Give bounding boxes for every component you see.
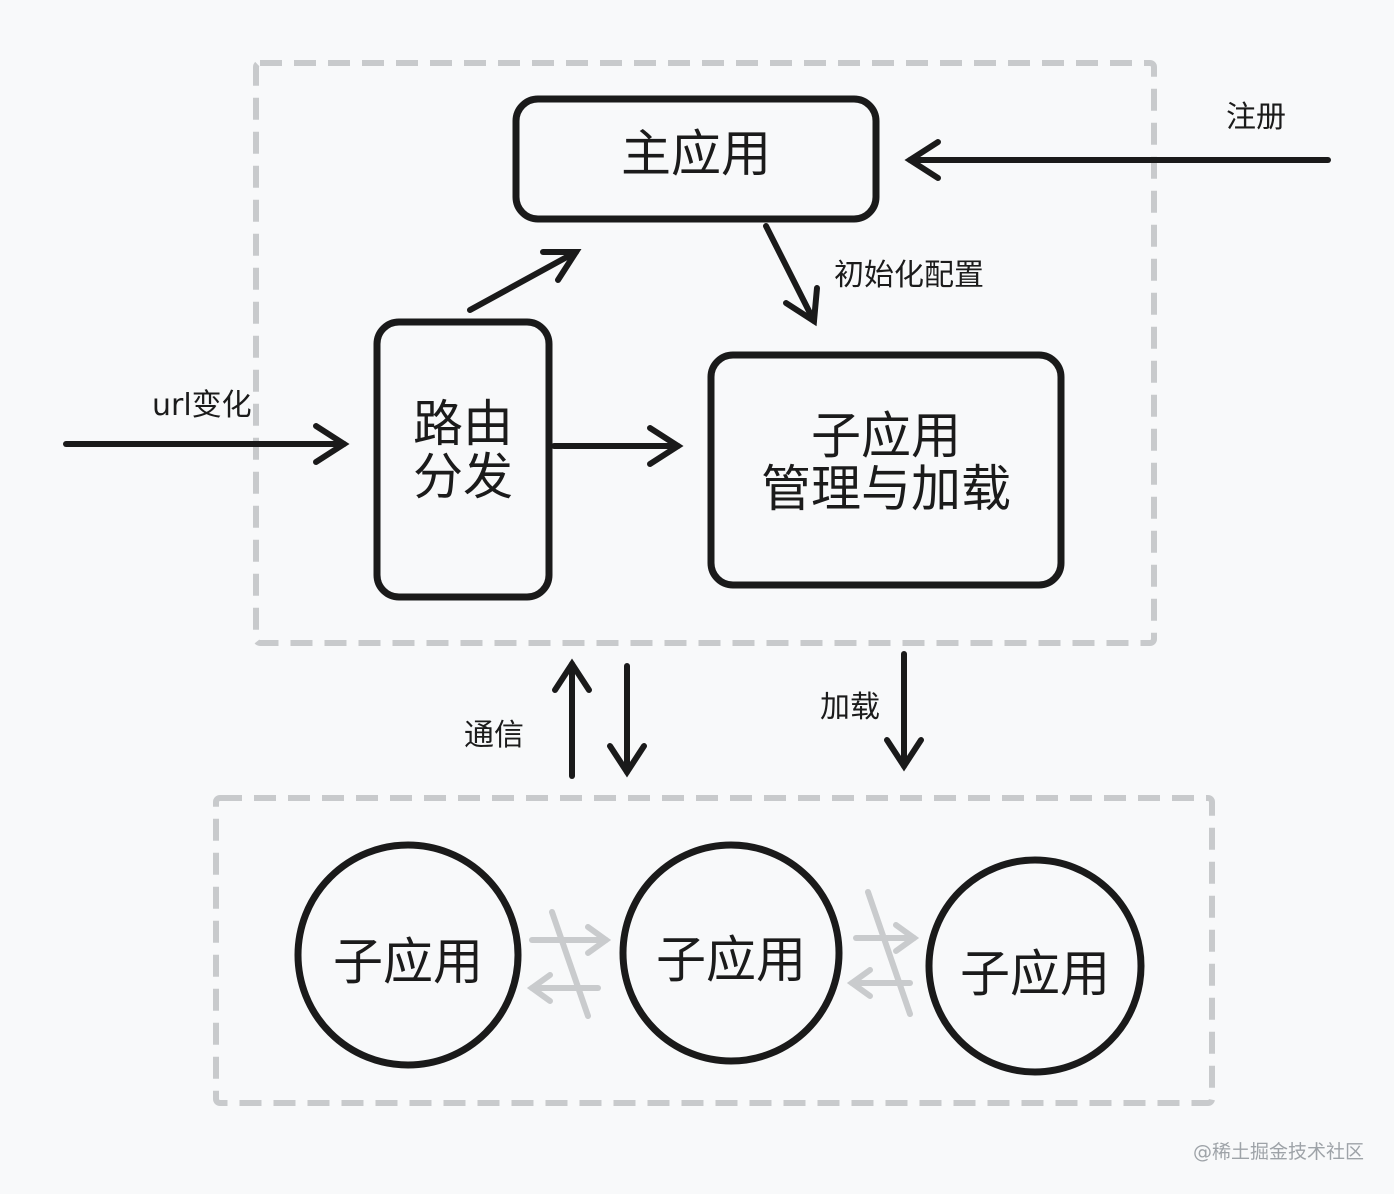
load-label: 加载 bbox=[820, 690, 880, 725]
communication-up-arrow-head bbox=[552, 658, 592, 693]
sub-app-label-2: 子应用 bbox=[656, 931, 806, 989]
router-label-line2: 分发 bbox=[413, 447, 513, 506]
sub-app-label-3: 子应用 bbox=[960, 945, 1110, 1003]
init-config-arrow-head bbox=[783, 285, 820, 327]
sub-apps-container bbox=[213, 795, 1215, 1106]
init-config-arrow bbox=[763, 223, 817, 324]
register-arrow-head bbox=[904, 139, 941, 181]
blocked-arrows-2-3 bbox=[846, 889, 920, 1017]
manager-label: 子应用 管理与加载 bbox=[711, 410, 1061, 515]
main-app-label: 主应用 bbox=[621, 125, 771, 183]
blocked-arrows-1-2 bbox=[526, 909, 612, 1019]
sub-app-circle-2 bbox=[619, 841, 843, 1065]
register-label: 注册 bbox=[1226, 100, 1286, 135]
init-config-label: 初始化配置 bbox=[834, 258, 984, 293]
manager-box bbox=[707, 351, 1065, 589]
sub-app-circle-1 bbox=[294, 841, 522, 1069]
router-box bbox=[373, 318, 553, 601]
manager-label-line2: 管理与加载 bbox=[761, 459, 1011, 518]
url-change-label: url变化 bbox=[152, 388, 252, 423]
watermark: @稀土掘金技术社区 bbox=[1192, 1141, 1364, 1163]
url-change-arrow-head bbox=[313, 423, 350, 465]
sub-app-circle-3 bbox=[925, 856, 1145, 1076]
router-to-main-arrow bbox=[467, 249, 579, 313]
manager-label-line1: 子应用 bbox=[811, 407, 961, 465]
communication-label: 通信 bbox=[464, 718, 524, 753]
main-app-box bbox=[512, 95, 880, 223]
load-arrow-head bbox=[884, 737, 924, 772]
router-to-main-arrow-head bbox=[540, 249, 582, 283]
router-label-line1: 路由 bbox=[413, 395, 513, 453]
sub-app-label-1: 子应用 bbox=[333, 933, 483, 991]
router-label: 路由 分发 bbox=[377, 398, 549, 503]
core-container bbox=[253, 60, 1157, 646]
communication-down-arrow-head bbox=[607, 743, 647, 778]
router-to-manager-arrow-head bbox=[647, 425, 684, 467]
